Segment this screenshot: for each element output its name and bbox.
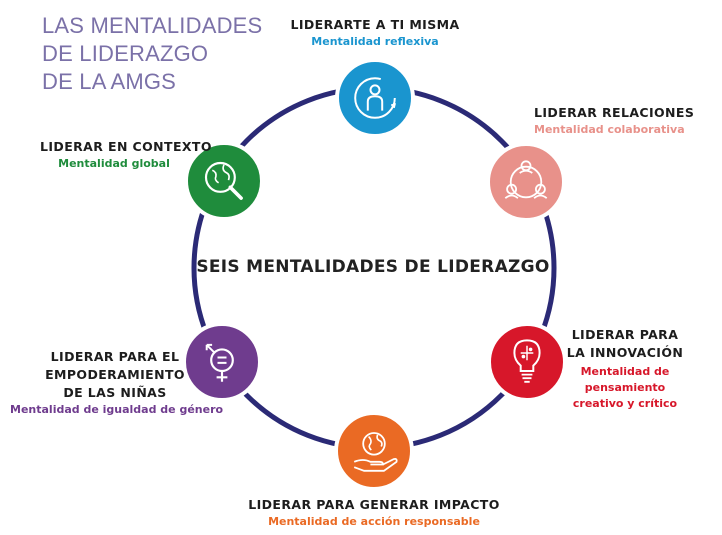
label-global: LIDERAR EN CONTEXTO Mentalidad global — [40, 138, 212, 172]
gender-equality-icon — [205, 343, 234, 382]
label-colaborativa-head: LIDERAR RELACIONES — [534, 105, 695, 120]
title-line-1: LAS MENTALIDADES — [42, 13, 263, 38]
title-line-3: DE LA AMGS — [42, 69, 177, 94]
group-relations-icon — [504, 160, 548, 199]
label-genero-head-2: EMPODERAMIENTO — [45, 367, 185, 382]
label-colaborativa-sub: Mentalidad colaborativa — [534, 123, 685, 136]
center-title: SEIS MENTALIDADES DE LIDERAZGO — [196, 257, 550, 277]
label-genero: LIDERAR PARA EL EMPODERAMIENTO DE LAS NI… — [10, 348, 224, 418]
globe-magnifier-icon — [204, 161, 243, 200]
node-impacto[interactable] — [334, 411, 414, 491]
label-global-head: LIDERAR EN CONTEXTO — [40, 139, 212, 154]
node-global[interactable] — [184, 141, 264, 221]
label-reflexiva-sub: Mentalidad reflexiva — [311, 35, 439, 48]
node-genero[interactable] — [182, 322, 262, 402]
label-reflexiva-head: LIDERARTE A TI MISMA — [290, 17, 460, 32]
label-global-sub: Mentalidad global — [58, 157, 170, 170]
label-innovacion-sub-3: creativo y crítico — [572, 397, 678, 410]
label-impacto-head: LIDERAR PARA GENERAR IMPACTO — [248, 497, 500, 512]
label-genero-head-1: LIDERAR PARA EL — [50, 349, 180, 364]
person-reflection-icon — [354, 77, 397, 119]
node-innovacion[interactable] — [487, 322, 567, 402]
node-reflexiva[interactable] — [335, 58, 415, 138]
label-reflexiva: LIDERARTE A TI MISMA Mentalidad reflexiv… — [278, 16, 472, 50]
label-innovacion-sub-1: Mentalidad de — [580, 365, 670, 378]
label-innovacion-head-2: LA INNOVACIÓN — [566, 345, 684, 360]
label-innovacion-sub-2: pensamiento — [584, 381, 666, 394]
label-impacto-sub: Mentalidad de acción responsable — [268, 515, 480, 528]
title-line-2: DE LIDERAZGO — [42, 41, 209, 66]
page-title: LAS MENTALIDADES DE LIDERAZGO DE LA AMGS — [42, 12, 262, 96]
label-colaborativa: LIDERAR RELACIONES Mentalidad colaborati… — [534, 104, 695, 138]
label-genero-sub: Mentalidad de igualdad de género — [10, 403, 224, 416]
label-innovacion: LIDERAR PARA LA INNOVACIÓN Mentalidad de… — [560, 326, 690, 412]
label-genero-head-3: DE LAS NIÑAS — [63, 385, 167, 400]
node-colaborativa[interactable] — [486, 142, 566, 222]
label-impacto: LIDERAR PARA GENERAR IMPACTO Mentalidad … — [246, 496, 502, 530]
lightbulb-puzzle-icon — [513, 339, 541, 383]
globe-hand-icon — [353, 432, 398, 472]
label-innovacion-head-1: LIDERAR PARA — [571, 327, 679, 342]
